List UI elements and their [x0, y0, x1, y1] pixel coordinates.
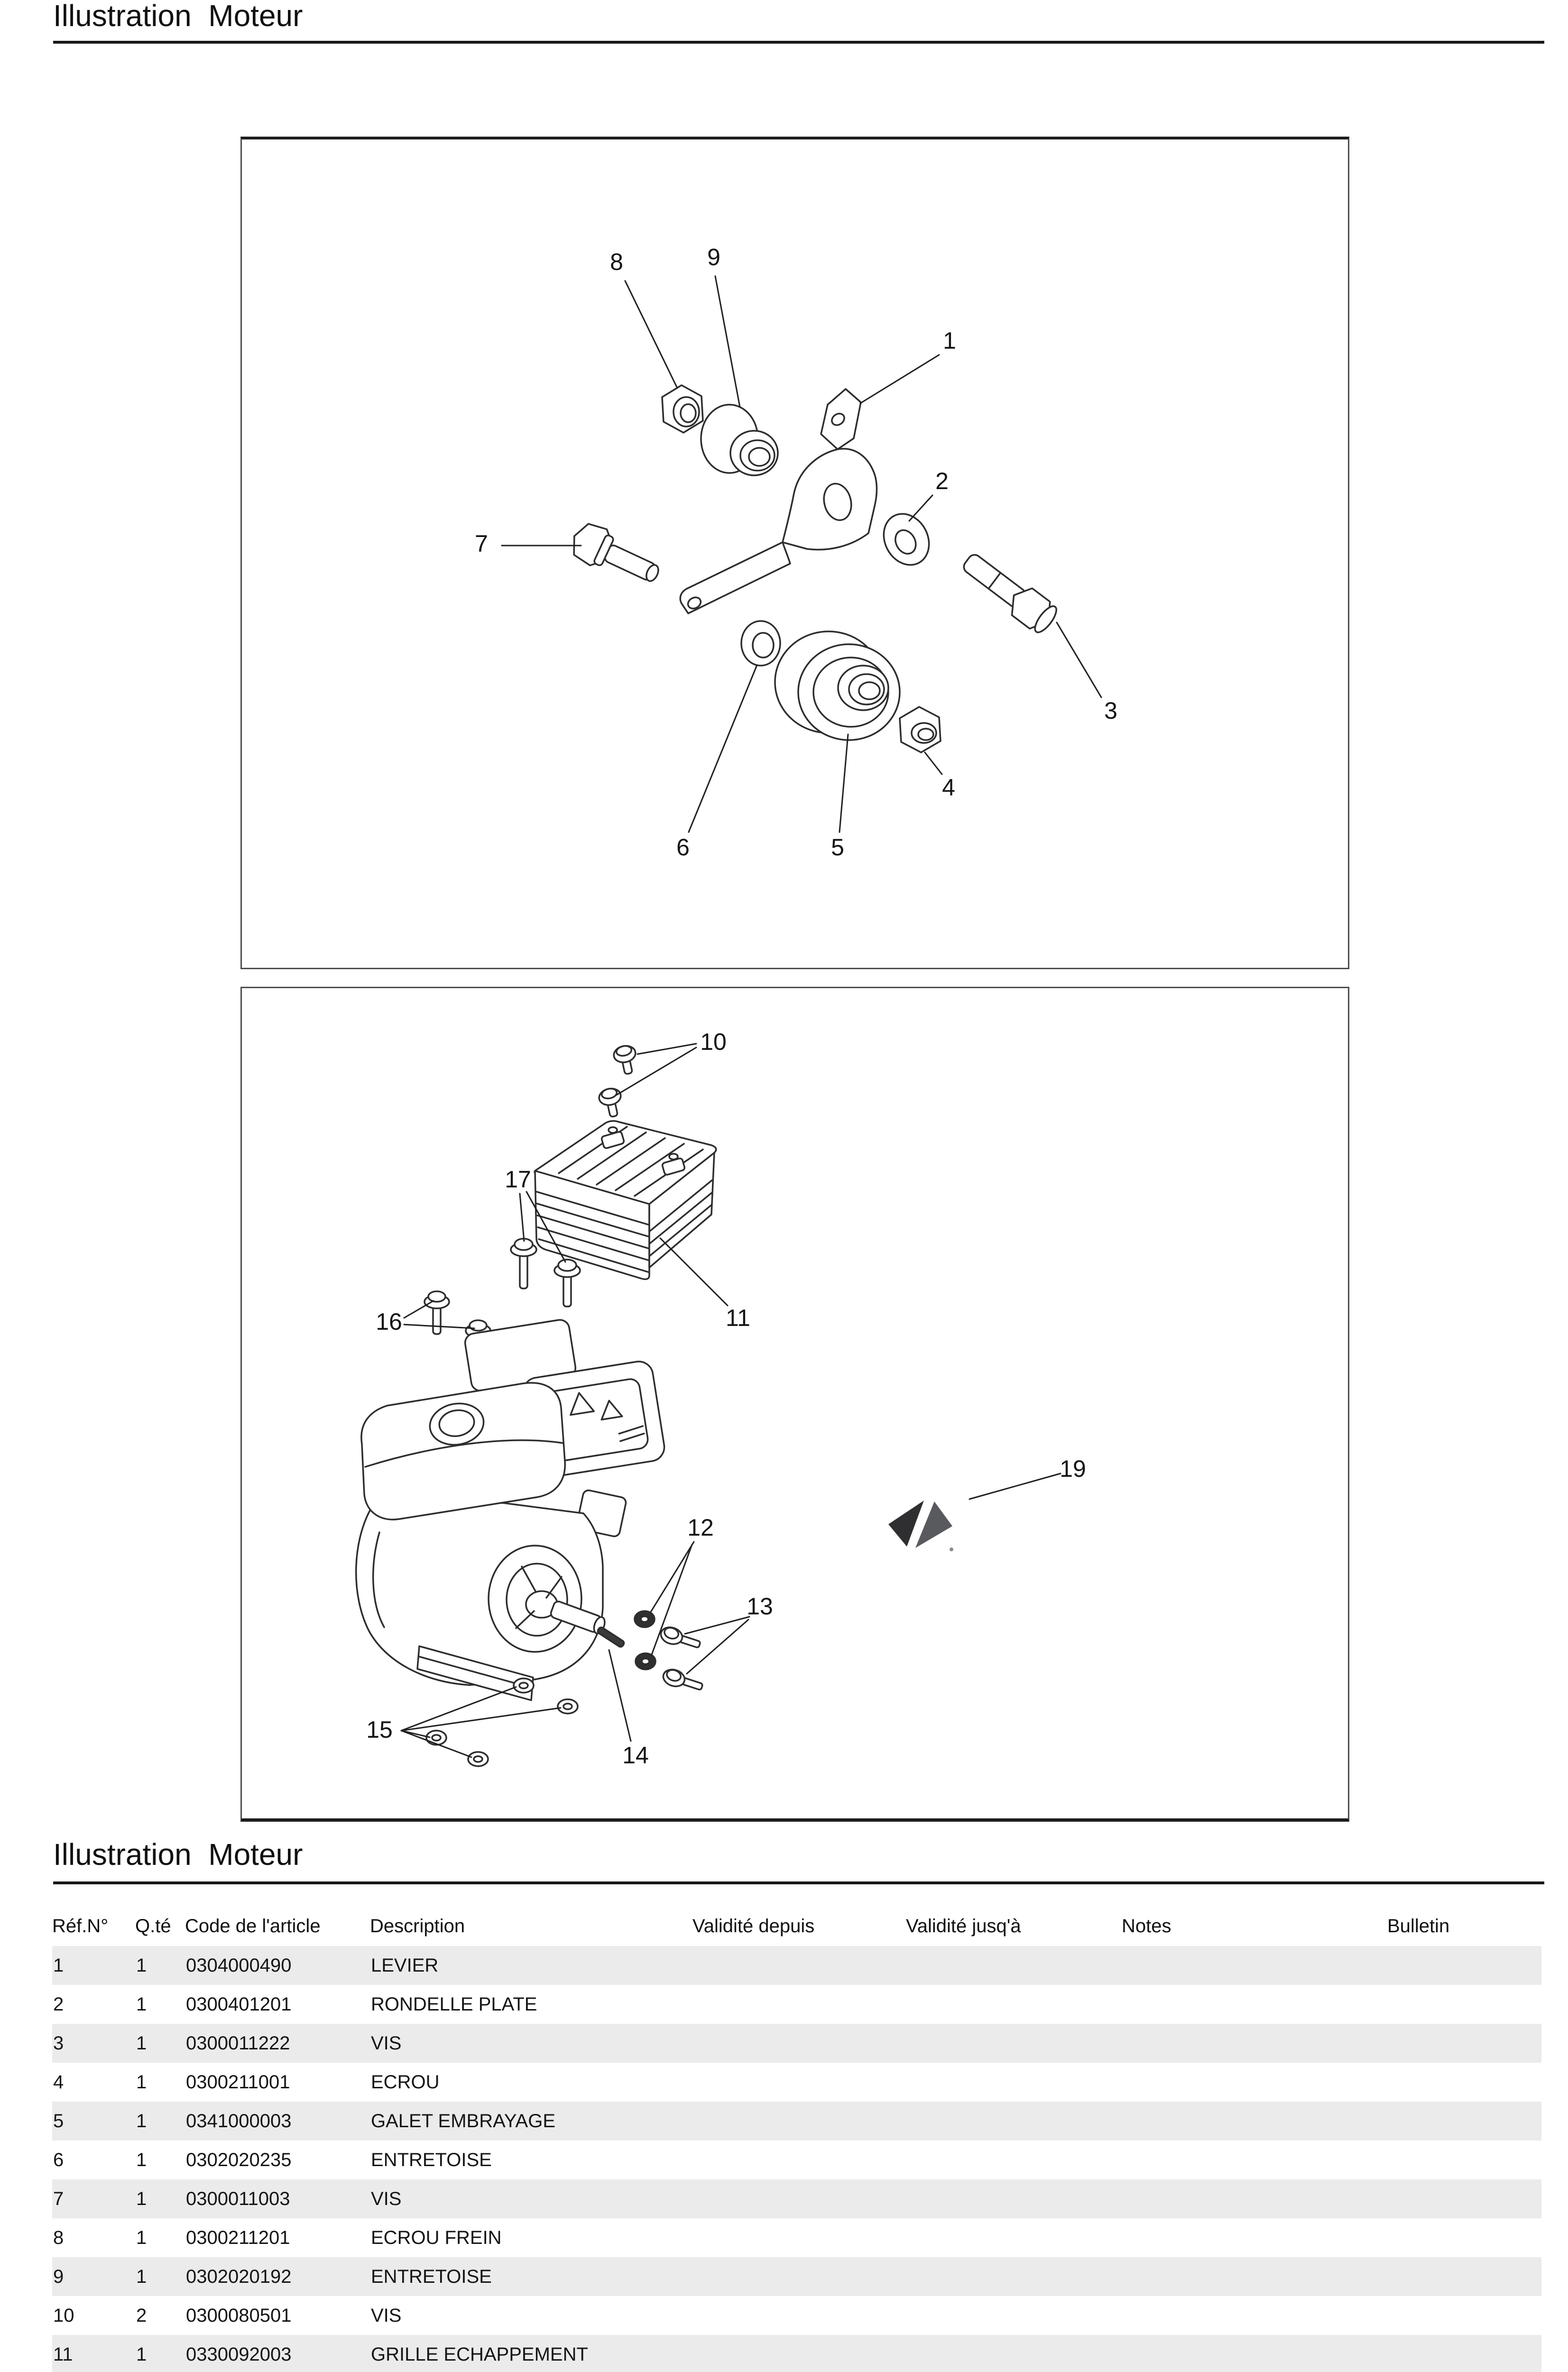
cell-qty: 1 — [136, 2344, 147, 2365]
table-header-row: Réf.N° Q.té Code de l'article Description Va… — [52, 1914, 1541, 1938]
cell-desc: ECROU FREIN — [371, 2227, 502, 2248]
column-header-code: Code de l'article — [185, 1915, 321, 1937]
table-row: 2 1 0300401201 RONDELLE PLATE — [52, 1985, 1541, 2024]
cell-desc: GALET EMBRAYAGE — [371, 2110, 556, 2131]
column-header-validity-to: Validité jusq'à — [906, 1915, 1021, 1937]
table-row: 4 1 0300211001 ECROU — [52, 2063, 1541, 2102]
table-row: 5 1 0341000003 GALET EMBRAYAGE — [52, 2102, 1541, 2140]
cell-qty: 1 — [136, 2266, 147, 2287]
diagram-box-engine — [240, 987, 1349, 1822]
cell-ref: 9 — [53, 2266, 64, 2287]
cell-desc: VIS — [371, 2032, 402, 2054]
cell-ref: 11 — [53, 2344, 73, 2365]
cell-qty: 1 — [136, 2032, 147, 2054]
cell-code: 0341000003 — [186, 2110, 292, 2131]
page-title: Illustration Moteur — [53, 0, 303, 33]
cell-desc: ENTRETOISE — [371, 2266, 492, 2287]
cell-desc: ENTRETOISE — [371, 2149, 492, 2170]
table-row: 3 1 0300011222 VIS — [52, 2024, 1541, 2063]
table-row: 10 2 0300080501 VIS — [52, 2296, 1541, 2335]
cell-code: 0300011222 — [186, 2032, 290, 2054]
cell-ref: 5 — [53, 2110, 64, 2131]
cell-ref: 1 — [53, 1955, 64, 1976]
cell-qty: 1 — [136, 2188, 147, 2209]
table-row: 8 1 0300211201 ECROU FREIN — [52, 2218, 1541, 2257]
cell-desc: RONDELLE PLATE — [371, 1993, 537, 2015]
table-row: 1 1 0304000490 LEVIER — [52, 1946, 1541, 1985]
cell-ref: 4 — [53, 2071, 64, 2093]
cell-qty: 1 — [136, 2227, 147, 2248]
table-row: 7 1 0300011003 VIS — [52, 2179, 1541, 2218]
column-header-ref: Réf.N° — [52, 1915, 109, 1937]
cell-desc: VIS — [371, 2188, 402, 2209]
cell-qty: 1 — [136, 2149, 147, 2170]
cell-qty: 2 — [136, 2305, 147, 2326]
cell-code: 0300211201 — [186, 2227, 290, 2248]
cell-code: 0330092003 — [186, 2344, 292, 2365]
cell-ref: 6 — [53, 2149, 64, 2170]
cell-code: 0302020192 — [186, 2266, 292, 2287]
title-rule — [53, 41, 1544, 44]
table-row: 6 1 0302020235 ENTRETOISE — [52, 2140, 1541, 2179]
cell-code: 0300401201 — [186, 1993, 292, 2015]
cell-code: 0300080501 — [186, 2305, 292, 2326]
column-header-qty: Q.té — [135, 1915, 171, 1937]
cell-qty: 1 — [136, 2110, 147, 2131]
cell-code: 0304000490 — [186, 1955, 292, 1976]
cell-desc: LEVIER — [371, 1955, 439, 1976]
cell-ref: 10 — [53, 2305, 74, 2326]
cell-desc: VIS — [371, 2305, 402, 2326]
cell-code: 0300211001 — [186, 2071, 290, 2093]
column-header-notes: Notes — [1122, 1915, 1171, 1937]
diagram-box-lever — [240, 137, 1349, 969]
cell-code: 0300011003 — [186, 2188, 290, 2209]
cell-qty: 1 — [136, 1993, 147, 2015]
cell-code: 0302020235 — [186, 2149, 292, 2170]
cell-ref: 2 — [53, 1993, 64, 2015]
cell-qty: 1 — [136, 2071, 147, 2093]
cell-qty: 1 — [136, 1955, 147, 1976]
section-rule — [53, 1881, 1544, 1884]
cell-ref: 7 — [53, 2188, 64, 2209]
section-title: Illustration Moteur — [53, 1837, 303, 1872]
column-header-bulletin: Bulletin — [1387, 1915, 1450, 1937]
cell-desc: ECROU — [371, 2071, 440, 2093]
cell-ref: 3 — [53, 2032, 64, 2054]
table-row: 9 1 0302020192 ENTRETOISE — [52, 2257, 1541, 2296]
cell-desc: GRILLE ECHAPPEMENT — [371, 2344, 588, 2365]
cell-ref: 8 — [53, 2227, 64, 2248]
column-header-desc: Description — [370, 1915, 465, 1937]
column-header-validity-from: Validité depuis — [692, 1915, 815, 1937]
